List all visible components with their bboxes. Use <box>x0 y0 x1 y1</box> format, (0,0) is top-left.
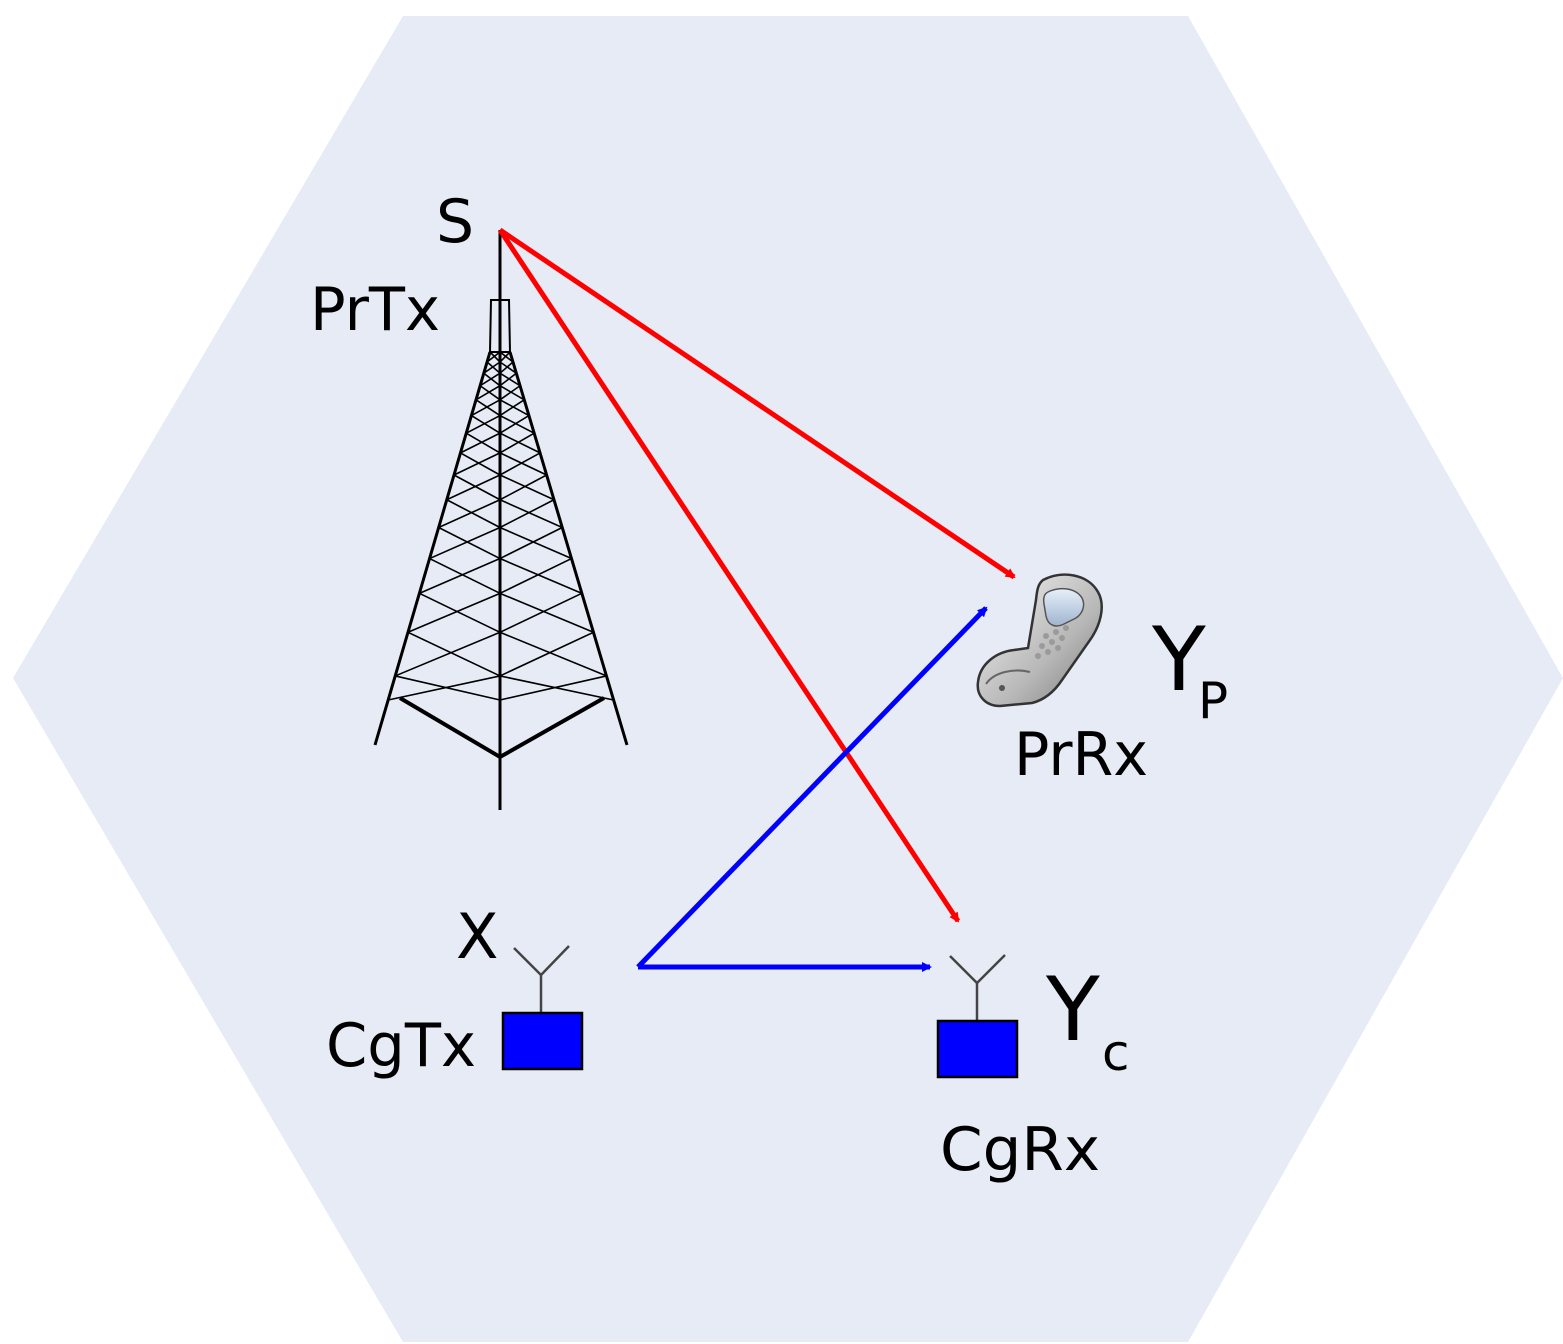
tower-lattice-brace <box>499 414 530 434</box>
tower-lattice-brace <box>489 351 501 363</box>
tower-lattice-brace <box>483 372 501 387</box>
tower-lattice-brace <box>475 385 501 401</box>
tower-lattice-brace <box>499 432 535 454</box>
cgrx-device-icon <box>936 954 1019 1079</box>
tower-lattice-brace <box>419 592 501 634</box>
tower-lattice-brace <box>465 432 501 454</box>
tower-lattice-brace <box>499 372 517 387</box>
tower-lattice-brace <box>499 361 517 374</box>
tower-lattice-brace <box>499 592 594 634</box>
label-x: X <box>456 900 498 973</box>
tower-lattice-brace <box>499 474 555 501</box>
label-prtx: PrTx <box>310 275 440 345</box>
tower-lattice-brace <box>499 631 607 677</box>
tower-lattice-brace <box>438 526 501 560</box>
link-prtx-to-prrx <box>498 227 1016 580</box>
tower-lattice-brace <box>407 592 501 634</box>
tower-lattice-brace <box>438 499 501 529</box>
transmission-tower-icon <box>373 230 629 810</box>
tower-lattice-brace <box>499 631 594 677</box>
label-source-s: S <box>436 187 474 257</box>
tower-lattice-brace <box>453 474 501 501</box>
tower-lattice-brace <box>499 557 572 595</box>
tower-lattice-brace <box>499 399 525 417</box>
tower-lattice-brace <box>499 526 563 560</box>
label-yc-main: Y <box>1045 958 1100 1061</box>
label-yc-sub: c <box>1102 1024 1130 1082</box>
tower-lattice-brace <box>470 414 501 434</box>
label-yp-main: Y <box>1151 608 1206 711</box>
tower-lattice-brace <box>387 675 501 701</box>
link-cgtx-to-prrx <box>636 606 988 969</box>
mobile-phone-icon <box>976 573 1103 708</box>
tower-lattice-brace <box>429 526 501 560</box>
label-cgrx: CgRx <box>940 1115 1100 1185</box>
tower-lattice-brace <box>453 452 501 476</box>
tower-lattice-brace <box>465 414 501 434</box>
tower-lattice-brace <box>499 526 572 560</box>
tower-lattice-brace <box>446 499 501 529</box>
tower-lattice-brace <box>460 432 501 454</box>
tower-lattice-brace <box>499 432 541 454</box>
tower-lattice-brace <box>499 675 614 701</box>
tower-lattice-brace <box>499 361 514 374</box>
tower-lattice-brace <box>499 414 535 434</box>
tower-lattice-brace <box>499 351 511 363</box>
tower-lattice-brace <box>475 399 501 417</box>
tower-lattice-brace <box>499 452 541 476</box>
tower-lattice-brace <box>499 557 583 595</box>
tower-lattice-brace <box>394 631 501 677</box>
tower-lattice-brace <box>479 385 501 401</box>
hexagonal-cell <box>13 16 1563 1342</box>
tower-lattice-brace <box>499 351 514 363</box>
tower-lattice-brace <box>486 351 501 363</box>
tower-lattice-brace <box>499 452 547 476</box>
tower-lattice-brace <box>486 361 501 374</box>
label-prrx: PrRx <box>1014 720 1148 790</box>
tower-lattice-brace <box>479 372 501 387</box>
link-prtx-to-cgrx <box>497 228 961 923</box>
tower-lattice-brace <box>499 399 530 417</box>
tower-lattice-brace <box>499 474 547 501</box>
tower-lattice-brace <box>446 474 501 501</box>
label-cgtx: CgTx <box>326 1011 476 1081</box>
tower-lattice-brace <box>499 385 521 401</box>
tower-lattice-brace <box>419 557 501 595</box>
tower-lattice-brace <box>460 452 501 476</box>
tower-lattice-brace <box>499 385 525 401</box>
tower-lattice-brace <box>499 592 583 634</box>
tower-lattice-brace <box>429 557 501 595</box>
tower-lattice-brace <box>471 399 501 417</box>
tower-lattice-brace <box>499 372 521 387</box>
tower-lattice-brace <box>483 361 501 374</box>
tower-lattice-brace <box>499 499 563 529</box>
label-yp-sub: P <box>1198 672 1228 730</box>
cgtx-device-icon <box>501 945 584 1071</box>
tower-lattice-brace <box>407 631 501 677</box>
tower-lattice-brace <box>499 499 555 529</box>
